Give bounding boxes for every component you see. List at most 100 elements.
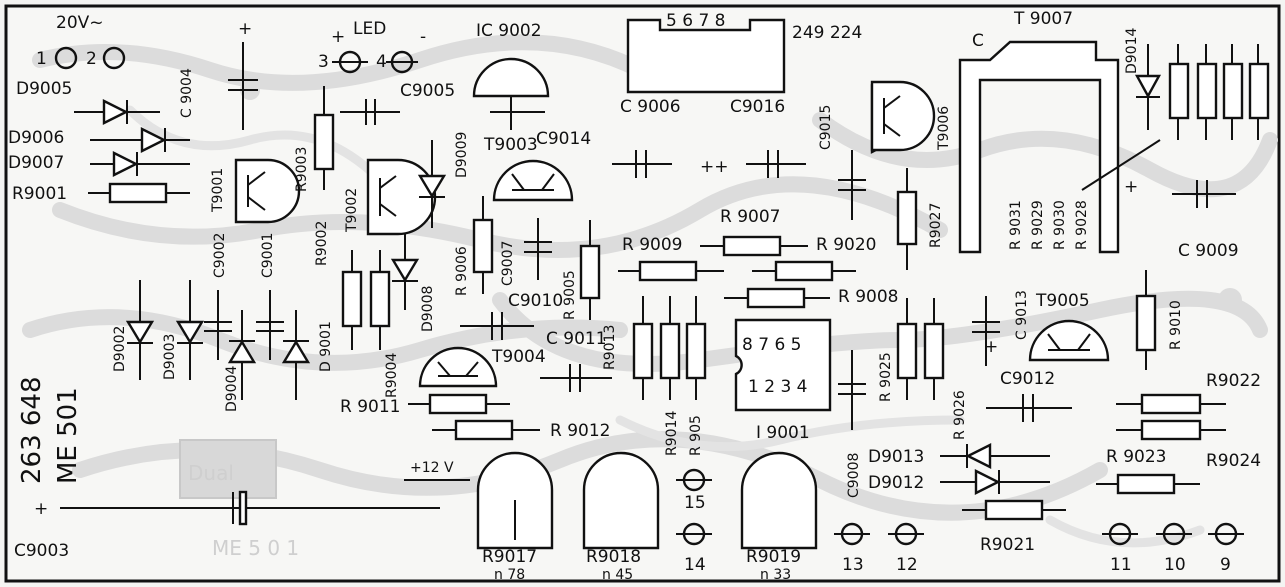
capacitor-c9013	[972, 296, 1000, 366]
c9012-label: C9012	[1000, 369, 1055, 389]
d9013-label: D9013	[868, 447, 924, 467]
resistor-r9014	[659, 296, 681, 400]
r9026-label: R 9026	[952, 390, 968, 440]
terminal-11-label: 11	[1110, 555, 1132, 575]
capacitor-c9003	[60, 490, 440, 526]
d9002-label: D9002	[112, 326, 128, 372]
r9002-label: R9002	[314, 221, 330, 266]
r9019-label: R9019	[746, 547, 801, 567]
p9018-value: n 45	[602, 567, 633, 583]
capacitor-c9008	[838, 350, 866, 430]
r9015-label: R 905	[688, 415, 704, 456]
r9014-label: R9014	[664, 411, 680, 456]
r9003-label: R9003	[294, 147, 310, 192]
resistor-r9013	[632, 296, 654, 400]
r9031-label: R 9031	[1008, 200, 1024, 250]
plus-12v-label: +12 V	[410, 460, 454, 476]
watermark-logo: Dual	[188, 461, 234, 485]
d9001-label: D 9001	[318, 321, 334, 372]
diode-d9001	[281, 310, 311, 400]
diode-d9002	[125, 280, 155, 380]
t9005-label: T9005	[1035, 291, 1090, 311]
diode-d9003	[175, 280, 205, 380]
r9025-label: R 9025	[878, 352, 894, 402]
r9030-label: R 9030	[1052, 200, 1068, 250]
resistor-r9006	[472, 196, 494, 294]
resistor-r9012	[432, 419, 540, 441]
resistor-r9026	[923, 298, 945, 400]
watermark-model: ME 5 0 1	[212, 536, 299, 560]
resistor-r9023	[1096, 473, 1200, 495]
board-number: 263 648	[17, 376, 47, 484]
capacitor-c9011	[460, 312, 534, 340]
plus-mark-c9003: +	[34, 499, 48, 519]
t9006-label: T9006	[936, 106, 952, 151]
r9028-label: R 9028	[1074, 200, 1090, 250]
c9003-label: C9003	[14, 541, 69, 561]
led-label: LED	[353, 19, 386, 39]
t9004-label: T9004	[491, 347, 546, 367]
p9019-value: n 33	[760, 567, 791, 583]
terminal-15-label: 15	[684, 493, 706, 513]
r9009-label: R 9009	[622, 235, 682, 255]
diode-d9014	[1134, 44, 1162, 130]
transistor-t9005	[1028, 319, 1110, 362]
diode-d9004	[227, 310, 257, 400]
c9004-label: C 9004	[179, 68, 195, 118]
terminal-14-label: 14	[684, 555, 706, 575]
resistor-r9001	[88, 182, 190, 204]
ic9002-label: IC 9002	[476, 21, 542, 41]
r9004-label: R9004	[384, 353, 400, 398]
resistor-r9011	[408, 393, 510, 415]
led-pin-3-pad	[332, 50, 368, 74]
terminal-9-label: 9	[1220, 555, 1231, 575]
led-pin-4-label: 4	[376, 52, 387, 72]
terminal-10	[1156, 522, 1192, 546]
diode-d9013	[940, 443, 1050, 469]
r9023-label: R 9023	[1106, 447, 1166, 467]
plus-mark-c9004: +	[238, 19, 252, 39]
capacitor-c9012	[986, 394, 1072, 422]
terminal-15	[676, 468, 712, 492]
r9006-label: R 9006	[454, 246, 470, 296]
r9024-label: R9024	[1206, 451, 1261, 471]
transistor-t9003	[492, 159, 574, 202]
diode-d9005	[74, 99, 160, 125]
resistor-r9027	[896, 168, 918, 270]
connector-pins: 5 6 7 8	[666, 11, 725, 31]
t9002-label: T9002	[344, 188, 360, 233]
c9009-label: C 9009	[1178, 241, 1239, 261]
trim-pot-r9019	[740, 451, 818, 550]
d9004-label: D9004	[224, 365, 240, 412]
resistor-r9022	[1116, 393, 1226, 415]
capacitor-c9001	[256, 290, 284, 360]
component-t9007	[958, 40, 1120, 254]
d9012-label: D9012	[868, 473, 924, 493]
resistor-r9003	[313, 86, 335, 190]
c9013-label: C 9013	[1014, 290, 1030, 340]
terminal-10-label: 10	[1164, 555, 1186, 575]
c9008-label: C9008	[846, 453, 862, 498]
terminal-13-label: 13	[842, 555, 864, 575]
capacitor-c-mid	[540, 364, 612, 392]
terminal-13	[834, 522, 870, 546]
dual-logo-watermark: Dual	[179, 439, 277, 499]
c9015-label: C9015	[818, 105, 834, 150]
ic9001-pins-top: 8 7 6 5	[742, 335, 801, 355]
r9017-label: R9017	[482, 547, 537, 567]
pin-1-pad	[54, 46, 78, 70]
capacitor-c9016	[746, 150, 806, 178]
trim-pot-r9017	[476, 451, 554, 550]
r9005-label: R 9005	[562, 270, 578, 320]
terminal-12-label: 12	[896, 555, 918, 575]
c9016-label: C9016	[730, 97, 785, 117]
supply-label: 20V~	[56, 13, 104, 33]
c9010-label: C9010	[508, 291, 563, 311]
connector-block	[626, 18, 786, 94]
r9007-label: R 9007	[720, 207, 780, 227]
resistor-r9009	[618, 260, 724, 282]
d9003-label: D9003	[162, 334, 178, 380]
t9003-label: T9003	[483, 135, 538, 155]
diode-d9006	[90, 127, 190, 153]
t9007-c-label: C	[972, 31, 984, 51]
